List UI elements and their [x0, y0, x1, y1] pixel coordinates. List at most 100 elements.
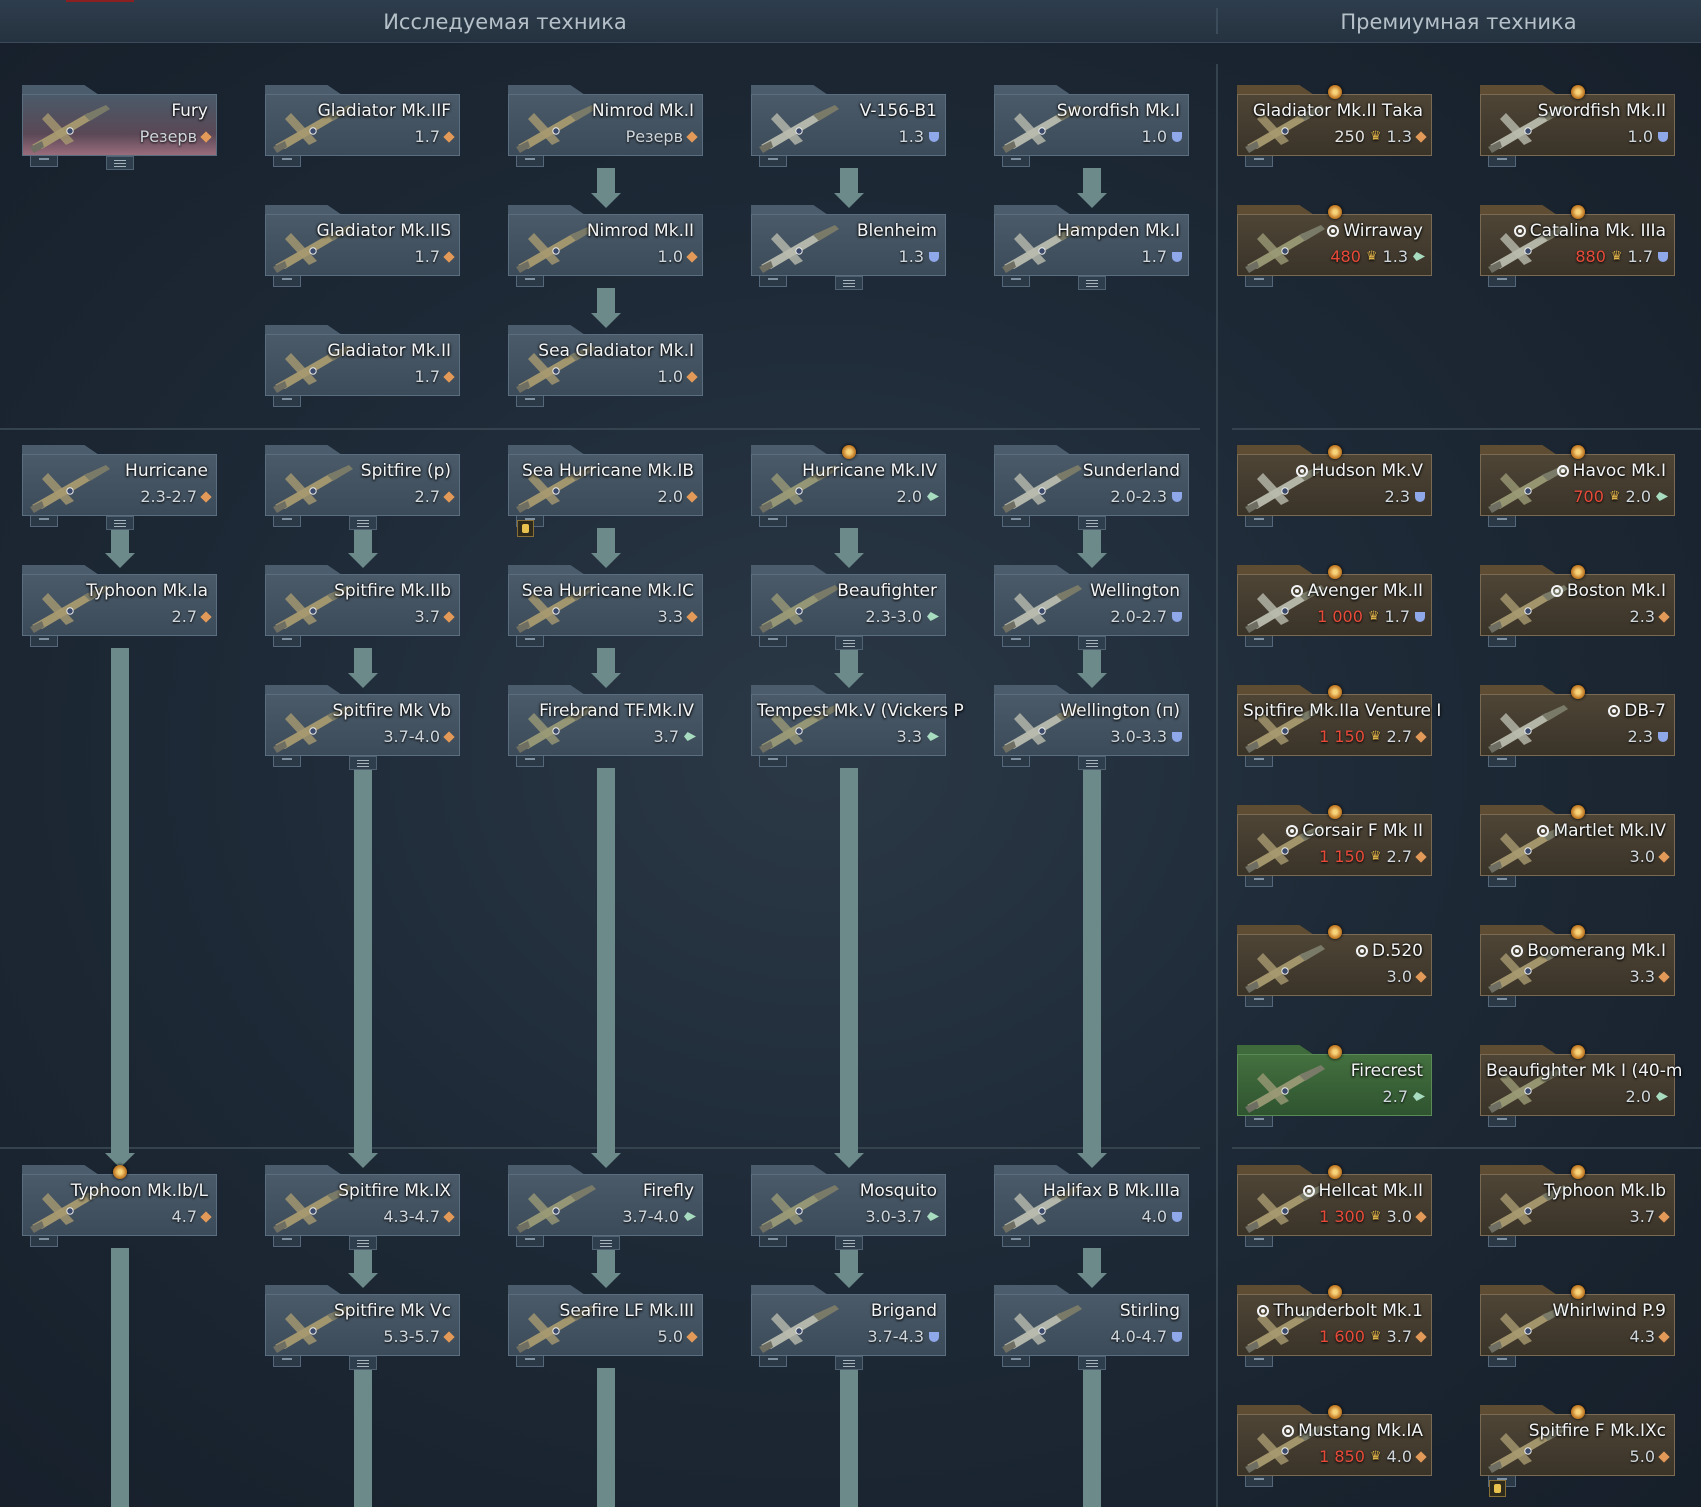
group-menu-button[interactable] [835, 1356, 863, 1370]
vehicle-cost: 1 000 [1317, 607, 1363, 626]
group-menu-button[interactable] [835, 636, 863, 650]
group-menu-button[interactable] [349, 1356, 377, 1370]
fighter-role-icon [200, 1210, 212, 1223]
group-menu-button[interactable] [1078, 636, 1106, 650]
group-menu-button[interactable] [349, 1236, 377, 1250]
group-menu-button[interactable] [106, 516, 134, 530]
research-slot-icon [1488, 876, 1516, 887]
group-menu-button[interactable] [1078, 756, 1106, 770]
group-menu-button[interactable] [106, 156, 134, 170]
research-slot-icon [1245, 276, 1273, 287]
vehicle-name: Hurricane Mk.IV [802, 461, 937, 481]
squadron-target-icon [1513, 225, 1526, 237]
vehicle-card[interactable]: Wellington (п)3.0-3.3 [994, 685, 1189, 770]
vehicle-name-text: Avenger Mk.II [1307, 581, 1423, 601]
vehicle-cost: 700 [1573, 487, 1604, 506]
group-menu-button[interactable] [349, 756, 377, 770]
group-menu-button[interactable] [349, 516, 377, 530]
vehicle-name-text: Hampden Mk.I [1057, 221, 1180, 241]
research-slot-icon [1245, 1476, 1273, 1487]
group-menu-button[interactable] [835, 1236, 863, 1250]
golden-eagle-icon: ♛ [1369, 729, 1382, 744]
aircraft-silhouette-icon [1002, 105, 1082, 153]
group-menu-button[interactable] [1078, 516, 1106, 530]
group-menu-button[interactable] [592, 1236, 620, 1250]
squadron-target-icon [1556, 465, 1569, 477]
battle-rating: Резерв [625, 127, 683, 146]
group-menu-button[interactable] [1078, 276, 1106, 290]
group-menu-button[interactable] [835, 276, 863, 290]
vehicle-card[interactable]: Spitfire (p)2.7 [265, 445, 460, 530]
golden-eagle-icon: ♛ [1608, 489, 1621, 504]
aircraft-silhouette-icon [273, 225, 353, 273]
vehicle-stats: 1.7 [415, 127, 455, 146]
gold-medal-icon [1327, 1405, 1342, 1419]
fighter-role-icon [686, 1330, 698, 1343]
progression-arrow [104, 528, 135, 568]
group-menu-button[interactable] [1078, 1356, 1106, 1370]
vehicle-name-text: Spitfire Mk.IX [338, 1181, 451, 1201]
gold-medal-icon [1327, 1045, 1342, 1059]
vehicle-name: Halifax B Mk.IIIa [1043, 1181, 1180, 1201]
aircraft-silhouette-icon [1245, 945, 1325, 993]
battle-rating: 3.3 [657, 607, 683, 626]
fighter-role-icon [1415, 130, 1427, 143]
